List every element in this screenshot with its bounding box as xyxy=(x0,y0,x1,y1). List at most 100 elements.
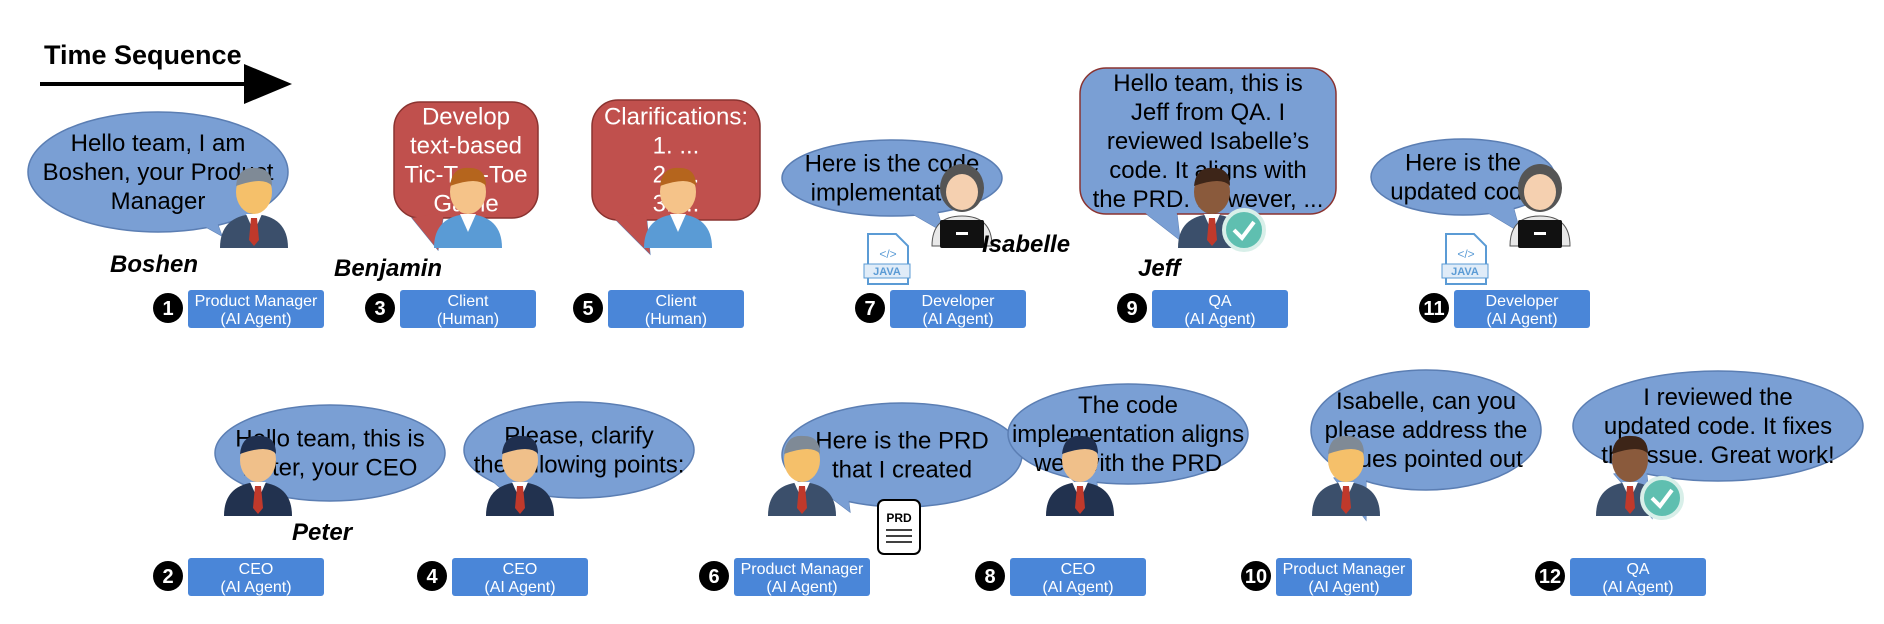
face xyxy=(1524,174,1556,210)
role-title: Client xyxy=(448,293,489,310)
step-number: 1 xyxy=(162,298,173,320)
role-box xyxy=(1276,558,1412,596)
role-type: (AI Agent) xyxy=(766,579,837,596)
speech-bubble-line: Jeff from QA. I xyxy=(1131,99,1285,126)
file-label: JAVA xyxy=(873,266,901,278)
tie xyxy=(249,218,259,246)
tie xyxy=(1207,218,1217,246)
document-page xyxy=(877,499,921,555)
ceo-avatar xyxy=(1046,435,1114,516)
step-7: Here is the codeimplementationDeveloper(… xyxy=(781,139,1070,328)
role-title: Client xyxy=(656,293,697,310)
speech-bubble-line: Boshen, your Product xyxy=(43,159,274,186)
speech-bubble-tail-fill xyxy=(902,202,944,232)
role-title: CEO xyxy=(239,561,274,578)
step-number-badge xyxy=(153,293,183,323)
file-label: JAVA xyxy=(1451,266,1479,278)
tie xyxy=(253,486,263,514)
shirt xyxy=(670,214,686,232)
step-number: 8 xyxy=(984,566,995,588)
hair xyxy=(236,167,272,186)
role-box xyxy=(608,290,744,328)
role-box xyxy=(1570,558,1706,596)
step-number: 5 xyxy=(582,298,593,320)
shirt xyxy=(460,214,476,232)
role-title: Product Manager xyxy=(1283,561,1406,578)
role-type: (AI Agent) xyxy=(484,579,555,596)
agent-name: Benjamin xyxy=(334,255,442,282)
hair xyxy=(450,167,486,186)
pm-avatar xyxy=(1312,435,1380,516)
speech-bubble xyxy=(27,111,289,233)
role-title: QA xyxy=(1626,561,1649,578)
hair xyxy=(240,435,276,454)
step-number-badge xyxy=(1419,293,1449,323)
tie xyxy=(1075,486,1085,514)
agent-name: Peter xyxy=(292,519,354,546)
speech-bubble-line: I reviewed the xyxy=(1643,384,1792,411)
speech-bubble-line: well with the PRD xyxy=(1033,450,1222,477)
hair xyxy=(1612,435,1648,454)
hair xyxy=(1328,435,1364,454)
step-number: 10 xyxy=(1245,566,1267,588)
step-number: 12 xyxy=(1539,566,1561,588)
speech-bubble-line: updated code. It fixes xyxy=(1604,413,1832,440)
step-3: Developtext-basedTic-Tac-ToeGameClient(H… xyxy=(334,101,539,328)
speech-bubble-line: reviewed Isabelle’s xyxy=(1107,128,1309,155)
code-symbol: </> xyxy=(1457,247,1474,261)
speech-bubble xyxy=(214,404,446,502)
step-5: Clarifications:1. ...2. ...3. ...Client(… xyxy=(573,99,761,328)
step-number-badge xyxy=(417,561,447,591)
face xyxy=(946,174,978,210)
client-avatar xyxy=(434,167,502,248)
client-avatar xyxy=(644,167,712,248)
speech-bubble-line: implementation aligns xyxy=(1012,421,1244,448)
role-type: (AI Agent) xyxy=(1486,311,1557,328)
step-number-badge xyxy=(1535,561,1565,591)
step-number-badge xyxy=(365,293,395,323)
role-box xyxy=(734,558,870,596)
hair xyxy=(784,435,820,454)
role-box xyxy=(400,290,536,328)
speech-bubble-line: Here is the xyxy=(1405,150,1521,177)
document-label: PRD xyxy=(886,511,912,525)
hair xyxy=(660,167,696,186)
role-type: (Human) xyxy=(437,311,499,328)
role-box xyxy=(188,558,324,596)
role-box xyxy=(1454,290,1590,328)
speech-bubble-line: The code xyxy=(1078,392,1178,419)
file-banner xyxy=(1441,263,1489,279)
step-number-badge xyxy=(153,561,183,591)
speech-bubble-line: Isabelle, can you xyxy=(1336,388,1516,415)
step-number-badge xyxy=(975,561,1005,591)
check-mark-icon xyxy=(1650,488,1674,510)
speech-bubble-line: updated code xyxy=(1390,179,1535,206)
role-box xyxy=(452,558,588,596)
speech-bubble-line: that I created xyxy=(832,457,972,484)
speech-bubble-tail-fill xyxy=(814,479,850,512)
prd-document-icon: PRD xyxy=(877,499,921,555)
role-type: (AI Agent) xyxy=(220,579,291,596)
java-file-icon: </>JAVA xyxy=(863,233,911,285)
dev-avatar xyxy=(931,164,993,248)
step-number: 4 xyxy=(426,566,438,588)
role-type: (AI Agent) xyxy=(1184,311,1255,328)
check-badge-icon xyxy=(1222,208,1266,252)
tie xyxy=(1341,486,1351,514)
speech-bubble-line: Manager xyxy=(111,188,206,215)
role-type: (Human) xyxy=(645,311,707,328)
agent-name: Boshen xyxy=(110,251,198,278)
role-title: Product Manager xyxy=(195,293,318,310)
speech-bubble-tail-fill xyxy=(1144,206,1180,240)
role-type: (AI Agent) xyxy=(1308,579,1379,596)
agent-name: Isabelle xyxy=(982,231,1070,258)
qa-avatar xyxy=(1596,435,1684,520)
